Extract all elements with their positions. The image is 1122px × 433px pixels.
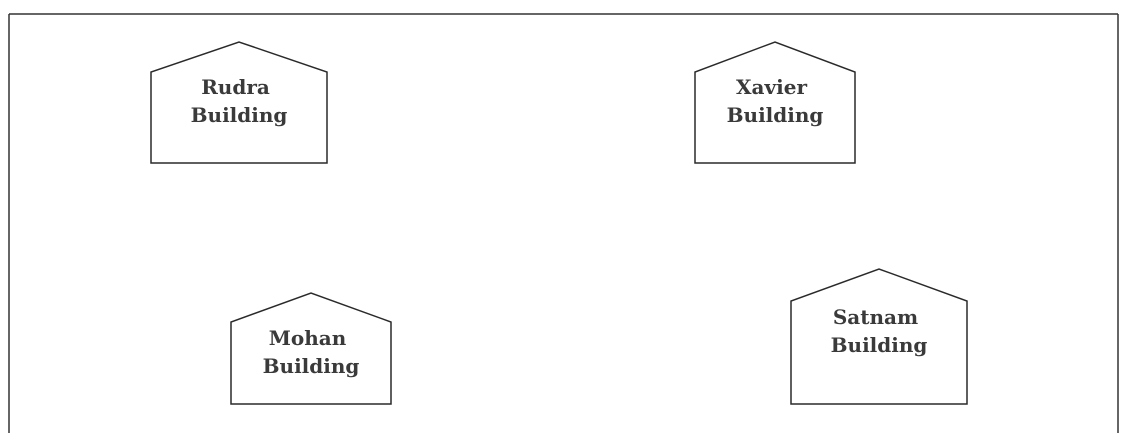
- building-xavier-name: Xavier: [736, 75, 807, 99]
- diagram-frame: [8, 13, 1119, 433]
- building-xavier-label: Xavier Building: [727, 75, 824, 127]
- building-satnam-label: Satnam Building: [831, 305, 928, 357]
- building-xavier: Xavier Building: [694, 41, 856, 164]
- building-xavier-shape: [694, 41, 856, 164]
- building-satnam: Satnam Building: [790, 268, 968, 405]
- building-rudra-type: Building: [191, 103, 288, 127]
- building-mohan-label: Mohan Building: [263, 326, 360, 378]
- building-satnam-type: Building: [831, 333, 928, 357]
- building-rudra: Rudra Building: [150, 41, 328, 164]
- building-mohan: Mohan Building: [230, 292, 392, 405]
- building-satnam-name: Satnam: [833, 305, 918, 329]
- building-mohan-shape: [230, 292, 392, 405]
- building-rudra-label: Rudra Building: [191, 75, 288, 127]
- building-rudra-name: Rudra: [201, 75, 270, 99]
- building-rudra-shape: [150, 41, 328, 164]
- building-xavier-type: Building: [727, 103, 824, 127]
- building-satnam-shape: [790, 268, 968, 405]
- building-mohan-name: Mohan: [269, 326, 347, 350]
- building-mohan-type: Building: [263, 354, 360, 378]
